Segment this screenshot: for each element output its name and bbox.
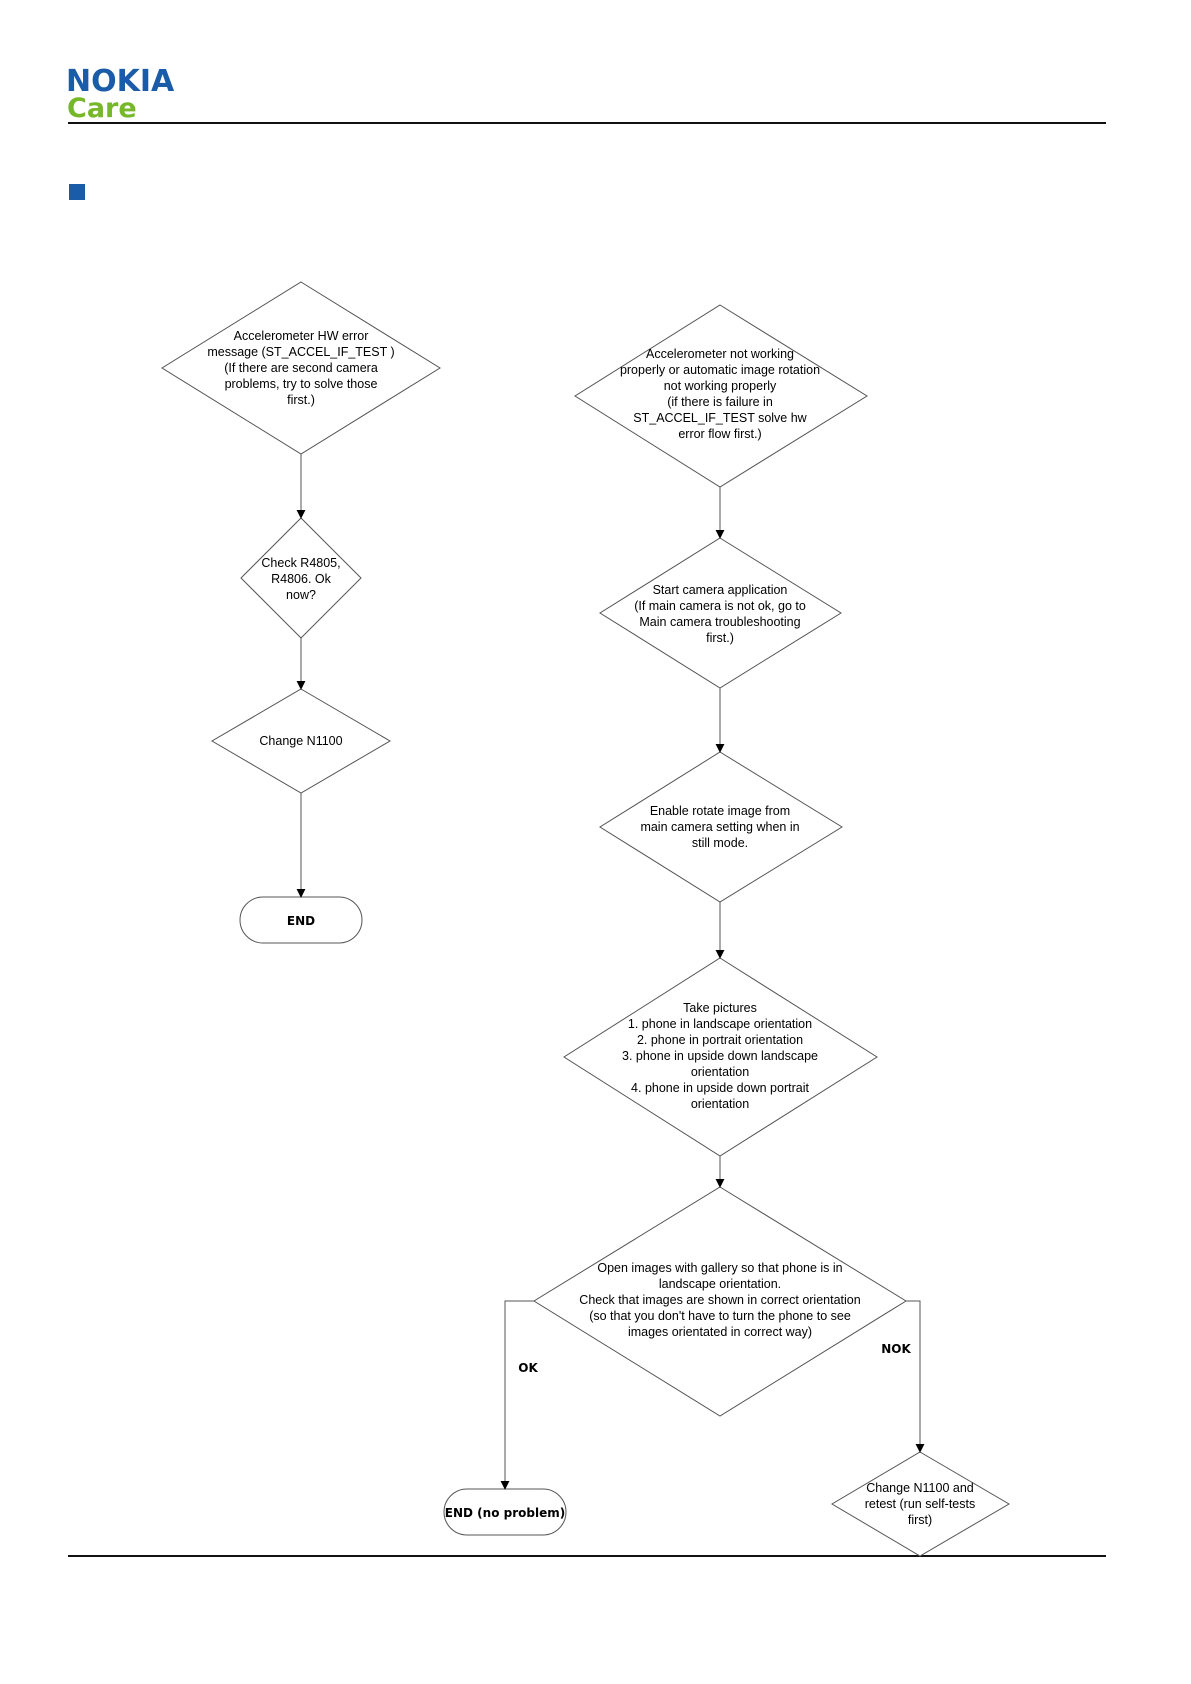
text-line: Open images with gallery so that phone i… bbox=[597, 1261, 842, 1275]
text-line: Check R4805, bbox=[261, 556, 340, 570]
open-images-text: Open images with gallery so that phone i… bbox=[579, 1261, 860, 1339]
end-no-problem-text: END (no problem) bbox=[445, 1506, 565, 1520]
header-rule bbox=[68, 122, 1106, 124]
text-line: (if there is failure in bbox=[667, 395, 773, 409]
text-line: properly or automatic image rotation bbox=[620, 363, 820, 377]
hw-error-text: Accelerometer HW error message (ST_ACCEL_… bbox=[207, 329, 394, 407]
text-line: first.) bbox=[287, 393, 315, 407]
start-camera-text: Start camera application (If main camera … bbox=[634, 583, 806, 645]
check-resistors-text: Check R4805, R4806. Ok now? bbox=[261, 556, 340, 602]
nok-label: NOK bbox=[881, 1342, 911, 1356]
nokia-logo: NOKIA bbox=[66, 64, 175, 99]
text-line: (so that you don't have to turn the phon… bbox=[589, 1309, 851, 1323]
text-line: Take pictures bbox=[683, 1001, 757, 1015]
section-marker bbox=[69, 184, 85, 200]
text-line: retest (run self-tests bbox=[865, 1497, 975, 1511]
text-line: not working properly bbox=[664, 379, 777, 393]
text-line: (If there are second camera bbox=[224, 361, 378, 375]
text-line: main camera setting when in bbox=[640, 820, 799, 834]
text-line: Accelerometer HW error bbox=[234, 329, 369, 343]
text-line: Main camera troubleshooting bbox=[639, 615, 800, 629]
change-n1100-text: Change N1100 bbox=[259, 734, 342, 748]
text-line: still mode. bbox=[692, 836, 748, 850]
text-line: ST_ACCEL_IF_TEST solve hw bbox=[633, 411, 807, 425]
text-line: first) bbox=[908, 1513, 932, 1527]
text-line: message (ST_ACCEL_IF_TEST ) bbox=[207, 345, 394, 359]
text-line: Change N1100 and bbox=[866, 1481, 974, 1495]
text-line: 1. phone in landscape orientation bbox=[628, 1017, 812, 1031]
not-working-text: Accelerometer not working properly or aut… bbox=[620, 347, 820, 441]
text-line: first.) bbox=[706, 631, 734, 645]
text-line: Enable rotate image from bbox=[650, 804, 790, 818]
end-text: END bbox=[287, 914, 315, 928]
text-line: Check that images are shown in correct o… bbox=[579, 1293, 860, 1307]
text-line: images orientated in correct way) bbox=[628, 1325, 812, 1339]
text-line: 2. phone in portrait orientation bbox=[637, 1033, 803, 1047]
text-line: 4. phone in upside down portrait bbox=[631, 1081, 809, 1095]
text-line: (If main camera is not ok, go to bbox=[634, 599, 806, 613]
open-images-decision bbox=[533, 1186, 907, 1417]
text-line: now? bbox=[286, 588, 316, 602]
change-retest-decision bbox=[831, 1451, 1010, 1557]
ok-label: OK bbox=[518, 1361, 538, 1375]
footer-rule bbox=[68, 1555, 1106, 1557]
change-retest-text: Change N1100 and retest (run self-tests fi… bbox=[865, 1481, 975, 1527]
connector-nok-branch bbox=[906, 1300, 925, 1453]
text-line: landscape orientation. bbox=[659, 1277, 781, 1291]
text-line: 3. phone in upside down landscape bbox=[622, 1049, 818, 1063]
text-line: problems, try to solve those bbox=[225, 377, 378, 391]
connector-ok-branch bbox=[500, 1300, 534, 1490]
text-line: error flow first.) bbox=[678, 427, 761, 441]
text-line: Accelerometer not working bbox=[646, 347, 794, 361]
enable-rotate-text: Enable rotate image from main camera sett… bbox=[640, 804, 799, 850]
take-pictures-text: Take pictures 1. phone in landscape orien… bbox=[622, 1001, 818, 1111]
text-line: orientation bbox=[691, 1065, 749, 1079]
text-line: Start camera application bbox=[653, 583, 788, 597]
text-line: R4806. Ok bbox=[271, 572, 332, 586]
start-camera-decision bbox=[599, 537, 842, 689]
text-line: Change N1100 bbox=[259, 734, 342, 748]
text-line: orientation bbox=[691, 1097, 749, 1111]
care-logo: Care bbox=[67, 93, 137, 124]
